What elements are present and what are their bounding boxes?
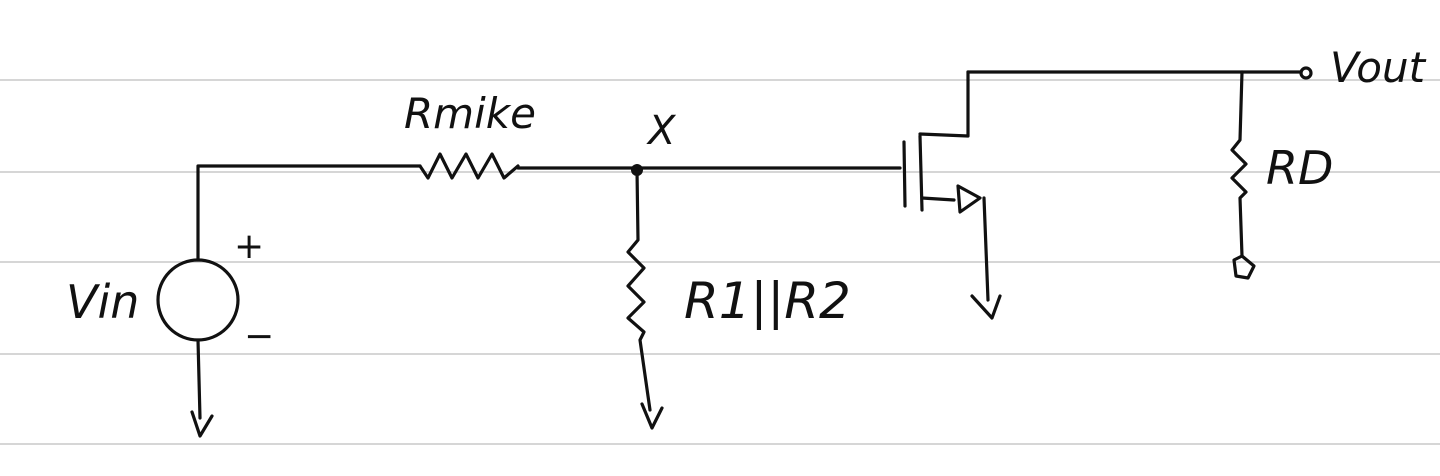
resistor-r1r2 bbox=[626, 168, 664, 430]
vdd-terminal bbox=[1232, 254, 1256, 280]
vout-terminal bbox=[1299, 66, 1313, 80]
voltage-source-vin bbox=[156, 164, 422, 438]
ground-symbol-source bbox=[970, 294, 1002, 320]
label-minus: − bbox=[244, 316, 274, 357]
label-vin: Vin bbox=[66, 275, 139, 329]
label-plus: + bbox=[234, 226, 264, 267]
label-rd: RD bbox=[1266, 141, 1333, 195]
label-rmike: Rmike bbox=[404, 89, 536, 138]
mosfet bbox=[902, 70, 1002, 320]
ruled-lines bbox=[0, 79, 1440, 445]
label-r1r2: R1||R2 bbox=[684, 272, 851, 330]
resistor-rmike bbox=[418, 152, 520, 180]
label-node-x: X bbox=[646, 108, 677, 154]
ground-symbol-vin bbox=[190, 410, 214, 438]
ground-symbol-r1r2 bbox=[640, 402, 664, 430]
resistor-rd bbox=[1230, 70, 1256, 280]
label-vout: Vout bbox=[1330, 43, 1427, 92]
